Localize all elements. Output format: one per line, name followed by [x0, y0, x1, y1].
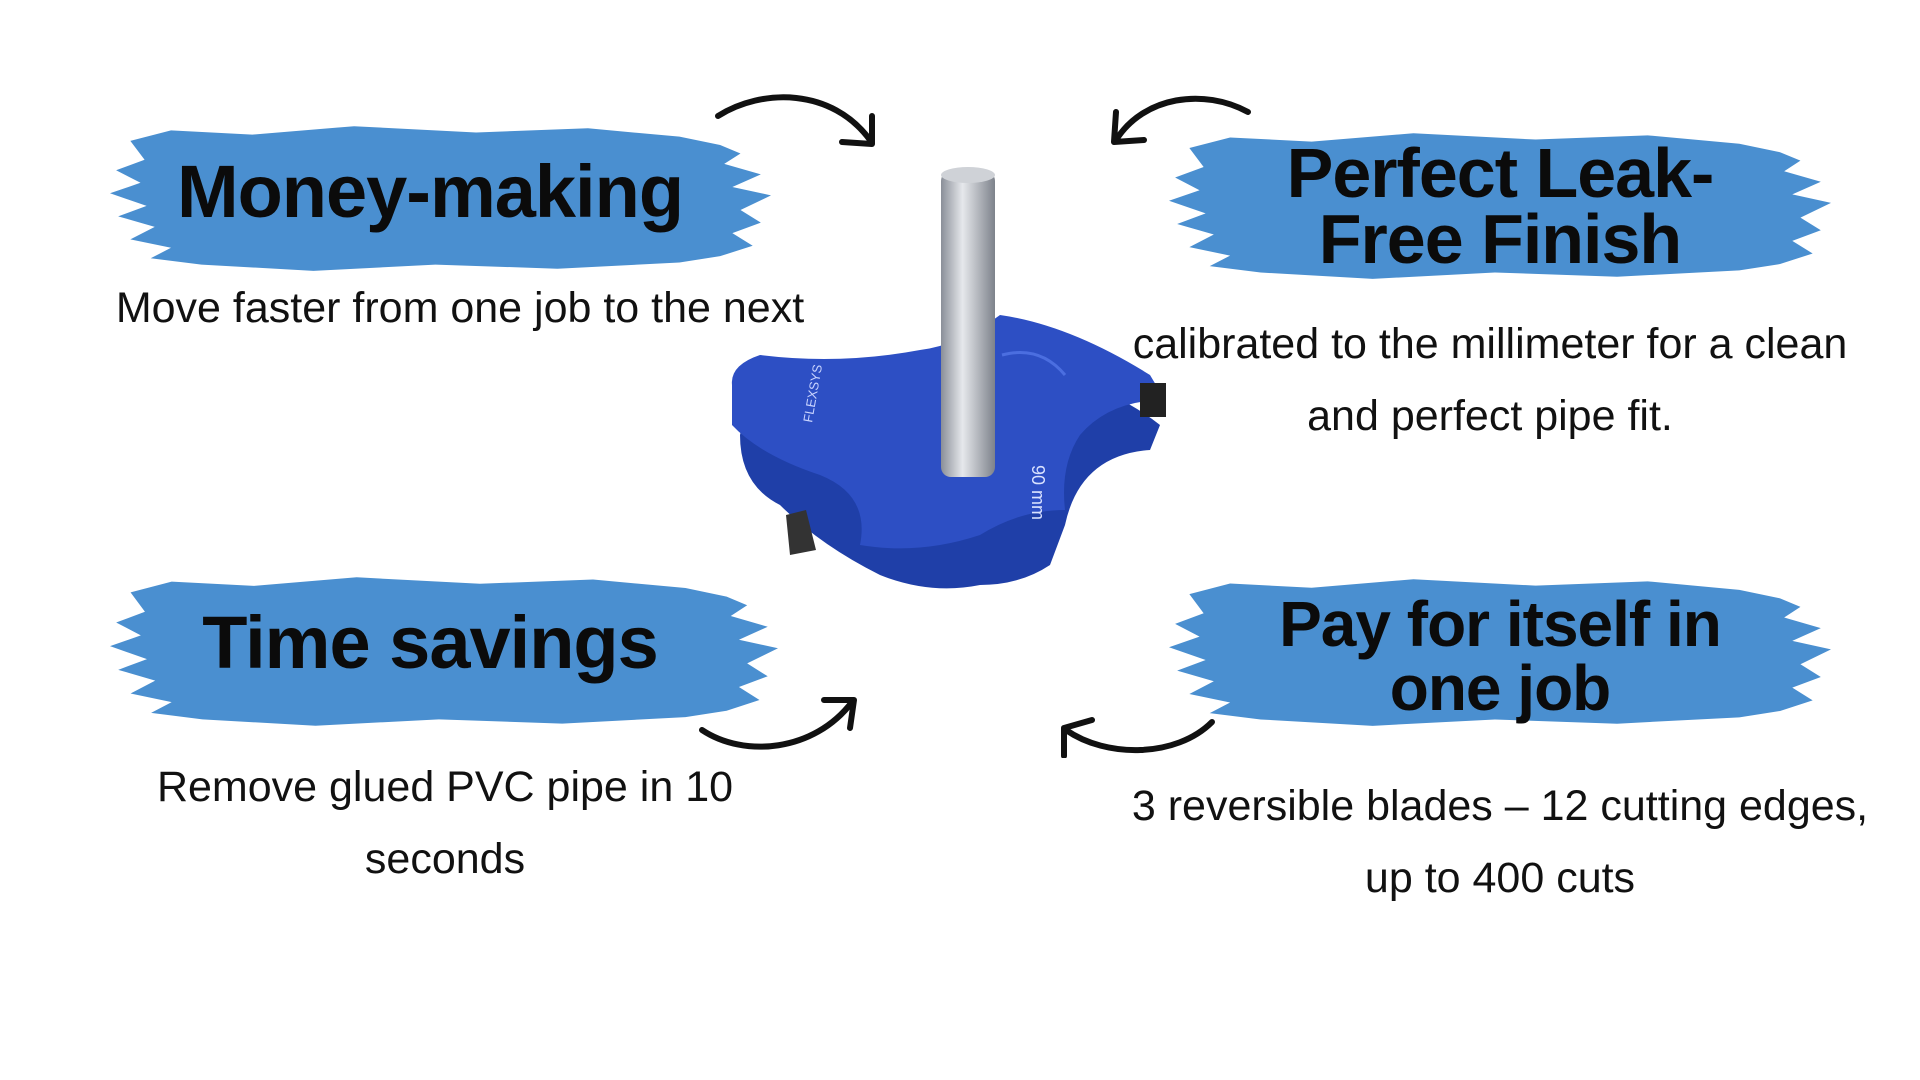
feature-description-money-making: Move faster from one job to the next — [115, 284, 805, 332]
feature-description-time-savings: Remove glued PVC pipe in 10 seconds — [156, 763, 734, 883]
feature-title-leak-free: Perfect Leak- Free Finish — [1180, 138, 1820, 274]
feature-title-time-savings: Time savings — [202, 601, 659, 684]
feature-description-leak-free: calibrated to the millimeter for a clean… — [1132, 320, 1848, 440]
feature-description-pay-for-itself: 3 reversible blades – 12 cutting edges, … — [1131, 782, 1869, 902]
size-label: 90 mm — [1028, 465, 1048, 520]
pipe-reamer-tool-image: 90 mm FLEXSYS — [731, 167, 1166, 589]
title-line: one job — [1389, 652, 1612, 724]
title-line: Perfect Leak- — [1286, 134, 1715, 212]
title-line: Pay for itself in — [1279, 588, 1722, 660]
feature-title-pay-for-itself: Pay for itself in one job — [1180, 592, 1820, 720]
curved-arrow-icon — [1111, 95, 1251, 145]
curved-arrow-icon — [715, 94, 875, 147]
curved-arrow-icon — [1061, 717, 1215, 758]
feature-title-money-making: Money-making — [176, 150, 684, 233]
title-line: Free Finish — [1318, 200, 1682, 278]
curved-arrow-icon — [699, 697, 857, 750]
